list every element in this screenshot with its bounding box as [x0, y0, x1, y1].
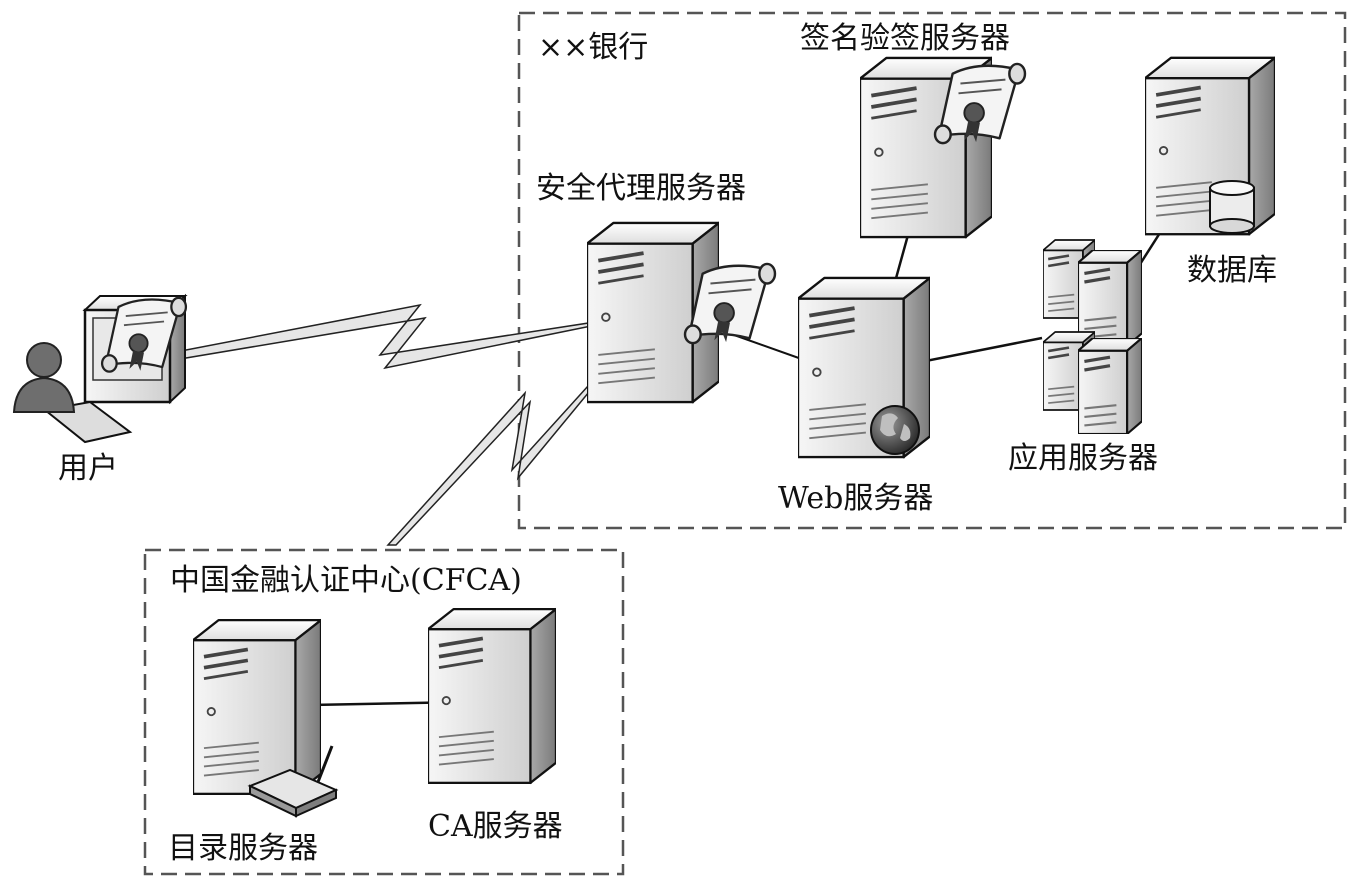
proxy-server-label: 安全代理服务器 — [536, 171, 746, 206]
directory-server-node: 目录服务器 — [168, 618, 339, 866]
router-icon — [247, 745, 339, 818]
user-proxy-link — [159, 303, 661, 370]
bank-group-border — [517, 11, 1347, 530]
cfca-group-title: 中国金融认证中心(CFCA) — [170, 563, 522, 598]
database-label: 数据库 — [1187, 253, 1277, 288]
cfca-group: 中国金融认证中心(CFCA) — [143, 548, 625, 876]
app-server-label: 应用服务器 — [1008, 441, 1158, 476]
bank-group: ××银行 — [517, 11, 1347, 530]
proxy-server-node: 安全代理服务器 — [536, 171, 777, 405]
ca-server-node: CA服务器 — [428, 607, 563, 844]
web-server-node: Web服务器 — [778, 275, 933, 516]
app-server-node: 应用服务器 — [1008, 238, 1158, 476]
app-rack-icon-4 — [1078, 338, 1142, 434]
directory-server-icon — [193, 618, 321, 796]
directory-server-label: 目录服务器 — [168, 831, 318, 866]
database-node: 数据库 — [1145, 55, 1277, 288]
sign-server-label: 签名验签服务器 — [800, 21, 1010, 56]
bank-group-title: ××银行 — [538, 30, 648, 65]
ca-server-label: CA服务器 — [428, 809, 563, 844]
web-server-label: Web服务器 — [778, 481, 933, 516]
cfca-group-border — [143, 548, 625, 876]
user-node: 用户 — [12, 293, 188, 486]
ca-server-icon — [428, 607, 556, 785]
user-label: 用户 — [58, 451, 118, 486]
database-icon — [1209, 180, 1255, 234]
cfca-proxy-link — [386, 311, 656, 546]
globe-icon — [870, 405, 920, 455]
sign-server-node: 签名验签服务器 — [800, 21, 1027, 240]
